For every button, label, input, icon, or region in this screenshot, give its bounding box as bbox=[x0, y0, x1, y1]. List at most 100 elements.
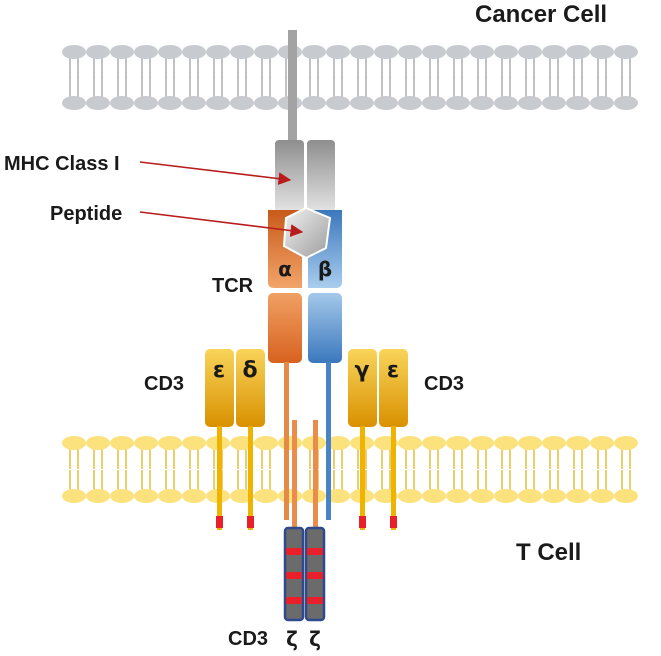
lipid-head bbox=[542, 436, 566, 450]
lipid-head bbox=[494, 489, 518, 503]
mhc-alpha-domain bbox=[275, 140, 304, 212]
lipid-head bbox=[446, 96, 470, 110]
peptide-pointer-arrow bbox=[139, 211, 304, 237]
lipid-head bbox=[470, 45, 494, 59]
lipid-head bbox=[566, 96, 590, 110]
lipid-head bbox=[590, 436, 614, 450]
cancer-cell-membrane bbox=[62, 45, 638, 110]
cd3-epsilon-left bbox=[205, 349, 234, 530]
lipid-head bbox=[230, 96, 254, 110]
lipid-head bbox=[110, 436, 134, 450]
cd3-left-label: CD3 bbox=[144, 373, 184, 395]
mhc-beta2m-domain bbox=[307, 140, 335, 212]
mhc-class-i-label: MHC Class I bbox=[4, 153, 120, 175]
peptide-label: Peptide bbox=[50, 203, 122, 225]
cd3-gamma-letter: γ bbox=[355, 358, 370, 383]
lipid-head bbox=[158, 489, 182, 503]
lipid-head bbox=[134, 436, 158, 450]
lipid-head bbox=[302, 45, 326, 59]
lipid-head bbox=[470, 436, 494, 450]
lipid-head bbox=[158, 96, 182, 110]
mhc-transmembrane-stalk bbox=[288, 30, 297, 148]
lipid-head bbox=[542, 489, 566, 503]
lipid-head bbox=[398, 489, 422, 503]
lipid-head bbox=[134, 45, 158, 59]
t-cell-membrane bbox=[62, 436, 638, 503]
lipid-head bbox=[278, 489, 302, 503]
cd3-right-label: CD3 bbox=[424, 373, 464, 395]
lipid-head bbox=[110, 96, 134, 110]
lipid-head bbox=[254, 489, 278, 503]
zeta-letter-left: ζ bbox=[286, 627, 298, 651]
lipid-head bbox=[206, 45, 230, 59]
tcr-beta-constant bbox=[308, 293, 342, 363]
lipid-head bbox=[182, 436, 206, 450]
lipid-head bbox=[182, 45, 206, 59]
lipid-head bbox=[158, 45, 182, 59]
cd3-delta-letter: δ bbox=[242, 358, 257, 383]
lipid-head bbox=[182, 96, 206, 110]
lipid-head bbox=[614, 96, 638, 110]
lipid-head bbox=[254, 436, 278, 450]
lipid-head bbox=[110, 489, 134, 503]
lipid-head bbox=[494, 436, 518, 450]
lipid-head bbox=[326, 45, 350, 59]
lipid-head bbox=[422, 489, 446, 503]
tcr-beta-tail bbox=[326, 362, 331, 520]
cd3-gamma bbox=[348, 349, 377, 530]
zeta-letter-right: ζ bbox=[309, 627, 321, 651]
lipid-head bbox=[158, 436, 182, 450]
cd3-zeta-left bbox=[283, 526, 305, 622]
cd3-zeta-right bbox=[304, 526, 326, 622]
lipid-head bbox=[470, 96, 494, 110]
lipid-head bbox=[182, 489, 206, 503]
lipid-head bbox=[62, 96, 86, 110]
lipid-head bbox=[398, 96, 422, 110]
lipid-head bbox=[62, 489, 86, 503]
lipid-head bbox=[206, 96, 230, 110]
lipid-head bbox=[86, 436, 110, 450]
lipid-head bbox=[62, 45, 86, 59]
lipid-head bbox=[614, 489, 638, 503]
lipid-head bbox=[590, 489, 614, 503]
lipid-head bbox=[374, 96, 398, 110]
lipid-head bbox=[518, 436, 542, 450]
zeta-stalk-right bbox=[313, 420, 318, 530]
tcr-beta-letter: β bbox=[318, 257, 332, 281]
lipid-head bbox=[422, 96, 446, 110]
lipid-head bbox=[326, 436, 350, 450]
lipid-head bbox=[398, 436, 422, 450]
lipid-head bbox=[254, 96, 278, 110]
lipid-head bbox=[374, 45, 398, 59]
lipid-head bbox=[494, 45, 518, 59]
tcr-label: TCR bbox=[212, 275, 254, 297]
lipid-head bbox=[62, 436, 86, 450]
lipid-head bbox=[590, 45, 614, 59]
lipid-head bbox=[494, 96, 518, 110]
lipid-head bbox=[518, 489, 542, 503]
tcr-alpha-tail bbox=[284, 362, 289, 520]
lipid-head bbox=[326, 489, 350, 503]
cancer-cell-label: Cancer Cell bbox=[475, 1, 607, 28]
lipid-head bbox=[398, 45, 422, 59]
lipid-head bbox=[86, 96, 110, 110]
cd3-zeta-label: CD3 bbox=[228, 628, 268, 650]
cd3-delta bbox=[236, 349, 265, 530]
peptide-shape bbox=[282, 206, 332, 260]
t-cell-label: T Cell bbox=[516, 539, 581, 566]
lipid-head bbox=[110, 45, 134, 59]
lipid-head bbox=[230, 45, 254, 59]
cd3-epsilon-right-letter: ε bbox=[387, 358, 399, 383]
lipid-head bbox=[542, 45, 566, 59]
lipid-head bbox=[590, 96, 614, 110]
lipid-head bbox=[134, 489, 158, 503]
lipid-head bbox=[566, 45, 590, 59]
lipid-head bbox=[134, 96, 158, 110]
lipid-head bbox=[350, 96, 374, 110]
lipid-head bbox=[566, 436, 590, 450]
tcr-alpha-letter: α bbox=[278, 257, 292, 281]
lipid-head bbox=[614, 436, 638, 450]
lipid-head bbox=[446, 45, 470, 59]
lipid-head bbox=[614, 45, 638, 59]
